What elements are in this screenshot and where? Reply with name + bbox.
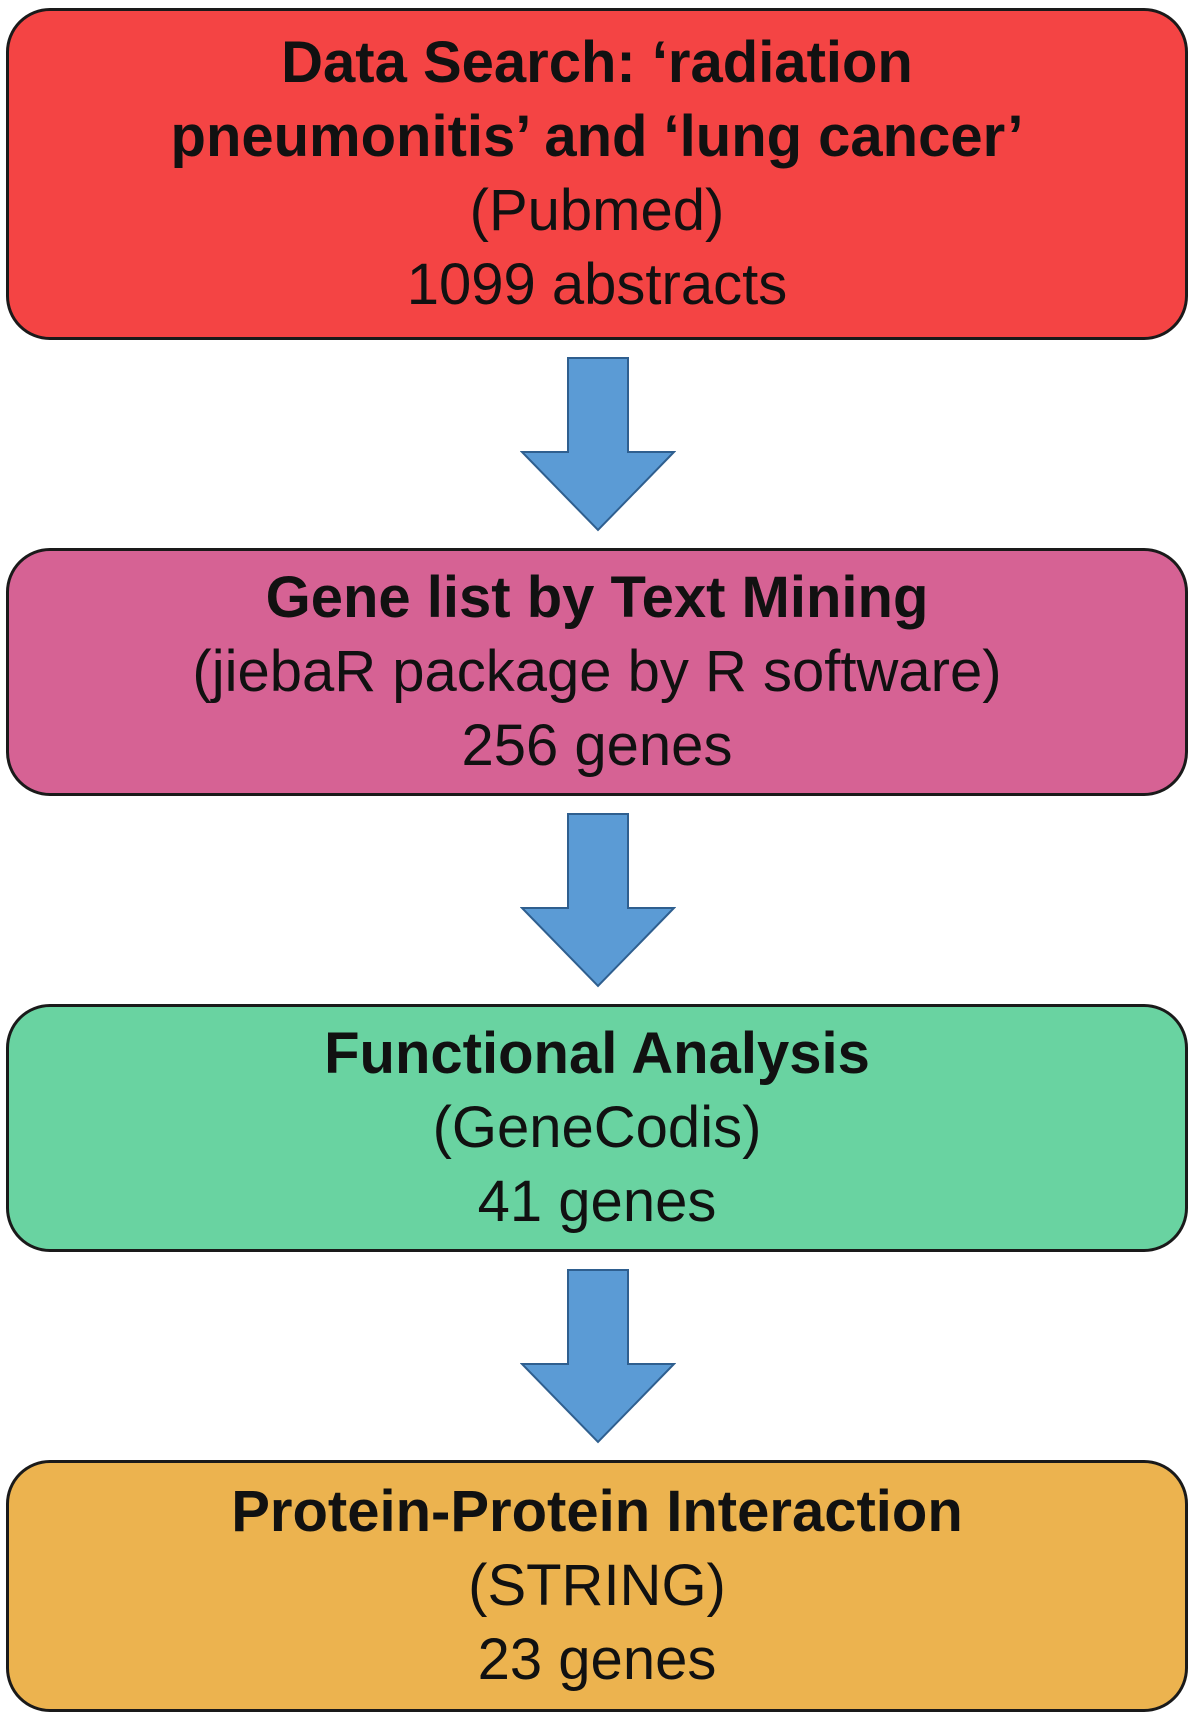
step-result: 256 genes — [461, 713, 733, 778]
step-text-mining-box: Gene list by Text Mining (jiebaR package… — [6, 548, 1188, 796]
step-result: 41 genes — [477, 1169, 717, 1234]
step-functional-analysis-box: Functional Analysis (GeneCodis) 41 genes — [6, 1004, 1188, 1252]
step-title: Gene list by Text Mining — [265, 565, 929, 630]
step-tool: (GeneCodis) — [432, 1095, 762, 1160]
step-title: Protein-Protein Interaction — [231, 1479, 963, 1544]
step-tool: (STRING) — [468, 1553, 726, 1618]
step-title: Data Search: ‘radiation pneumonitis’ and… — [170, 30, 1024, 169]
step-tool: (Pubmed) — [469, 178, 725, 243]
step-result: 23 genes — [477, 1627, 717, 1692]
step-data-search-box: Data Search: ‘radiation pneumonitis’ and… — [6, 8, 1188, 340]
down-arrow-icon — [520, 813, 676, 988]
step-result: 1099 abstracts — [406, 252, 788, 317]
step-title: Functional Analysis — [324, 1021, 870, 1086]
down-arrow-icon — [520, 357, 676, 532]
down-arrow-icon — [520, 1269, 676, 1444]
step-ppi-box: Protein-Protein Interaction (STRING) 23 … — [6, 1460, 1188, 1712]
step-tool: (jiebaR package by R software) — [192, 639, 1002, 704]
